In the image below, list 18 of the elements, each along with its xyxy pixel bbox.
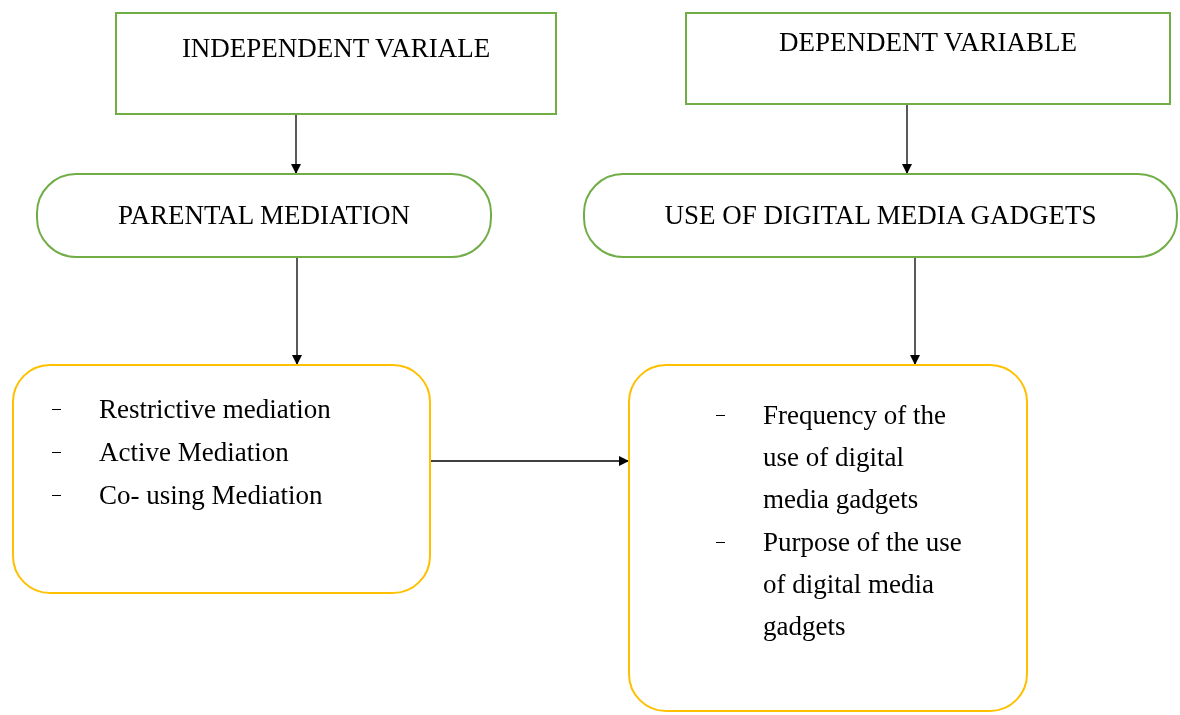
box-title: PARENTAL MEDIATION bbox=[117, 199, 411, 232]
box-title: USE OF DIGITAL MEDIA GADGETS bbox=[664, 199, 1097, 232]
list-item: Frequency of the use of digital media gadgets bbox=[763, 399, 947, 516]
arrow bbox=[430, 456, 629, 466]
list-item: Active Mediation bbox=[99, 436, 290, 469]
arrow bbox=[902, 104, 912, 174]
box-title: DEPENDENT VARIABLE bbox=[779, 26, 1077, 59]
list-item: Purpose of the use of digital media gadgets bbox=[763, 526, 963, 643]
list-item: Restrictive mediation bbox=[99, 393, 332, 426]
variable-box bbox=[685, 12, 1171, 105]
list-item: Co- using Mediation bbox=[99, 479, 324, 512]
list-box bbox=[628, 364, 1028, 712]
arrow bbox=[291, 114, 301, 174]
arrow bbox=[910, 257, 920, 365]
list-box bbox=[12, 364, 431, 594]
box-title: INDEPENDENT VARIALE bbox=[181, 32, 491, 65]
variable-box bbox=[115, 12, 557, 115]
arrow bbox=[292, 257, 302, 365]
